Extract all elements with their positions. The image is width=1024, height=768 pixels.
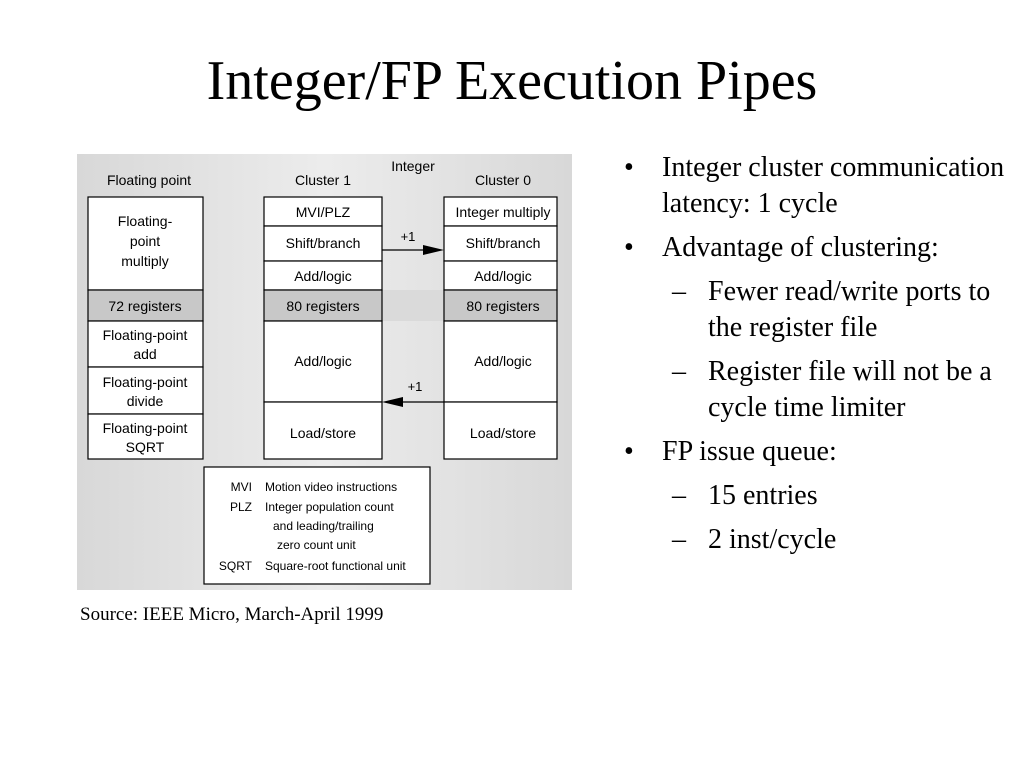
execution-pipes-diagram: Floating point Integer Cluster 1 Cluster… <box>77 154 572 590</box>
cluster1-addlogic-top-label: Add/logic <box>294 268 352 284</box>
cluster1-loadstore-unit <box>263 401 383 460</box>
bullet-dash-icon: – <box>672 524 686 555</box>
fp-sqrt-unit <box>87 413 204 460</box>
bullet-item: • FP issue queue: <box>620 434 1015 470</box>
legend-desc-sqrt: Square-root functional unit <box>265 559 406 573</box>
sub-bullet-item: – Fewer read/write ports to the register… <box>620 274 1015 346</box>
bullet-dash-icon: – <box>672 480 686 511</box>
bullet-item: • Advantage of clustering: <box>620 230 1015 266</box>
fp-add-line1: Floating-point <box>103 327 188 343</box>
fp-multiply-line1: Floating- <box>118 213 173 229</box>
fp-sqrt-line1: Floating-point <box>103 420 188 436</box>
cluster1-addlogic-bottom-label: Add/logic <box>294 353 352 369</box>
cluster0-addlogic-top-unit <box>443 260 558 291</box>
bullet-text: 2 inst/cycle <box>708 524 837 555</box>
legend-desc-plz-cont1: and leading/trailing <box>273 519 374 533</box>
arrow-top-label: +1 <box>401 229 416 244</box>
figure-source: Source: IEEE Micro, March-April 1999 <box>80 604 384 625</box>
fp-multiply-unit <box>87 196 204 291</box>
fp-sqrt-line2: SQRT <box>126 439 165 455</box>
cluster0-shift-label: Shift/branch <box>466 235 541 251</box>
cluster1-registers <box>263 289 383 322</box>
cluster1-loadstore-label: Load/store <box>290 425 356 441</box>
cluster0-addlogic-bottom-unit <box>443 320 558 403</box>
cluster1-shift-unit <box>263 225 383 262</box>
sub-bullet-item: – 15 entries <box>620 478 1015 514</box>
arrow-cluster0-to-cluster1: +1 <box>382 379 444 407</box>
arrow-head-right-icon <box>423 245 444 255</box>
cluster0-intmul-label: Integer multiply <box>456 204 551 220</box>
legend-desc-plz: Integer population count <box>265 500 394 514</box>
sub-bullet-item: – 2 inst/cycle <box>620 522 1015 558</box>
legend-abbr-plz: PLZ <box>230 500 252 514</box>
fp-column: Floating- point multiply 72 registers Fl… <box>87 196 204 460</box>
cluster0-addlogic-bottom-label: Add/logic <box>474 353 532 369</box>
bullet-text: Fewer read/write ports to the register f… <box>708 276 991 343</box>
bullet-dash-icon: – <box>672 356 686 387</box>
bullet-text: Integer cluster communication latency: 1… <box>662 152 1005 219</box>
arrow-bottom-label: +1 <box>408 379 423 394</box>
fp-divide-line1: Floating-point <box>103 374 188 390</box>
bullet-dash-icon: – <box>672 276 686 307</box>
cluster1-header: Cluster 1 <box>295 172 351 188</box>
bullet-item: • Integer cluster communication latency:… <box>620 150 1015 222</box>
cluster0-registers <box>443 289 558 322</box>
slide-title: Integer/FP Execution Pipes <box>206 50 818 112</box>
fp-multiply-line2: point <box>130 233 160 249</box>
register-band <box>382 290 444 321</box>
fp-header: Floating point <box>107 172 191 188</box>
fp-add-line2: add <box>133 346 156 362</box>
legend-desc-plz-cont2: zero count unit <box>277 538 356 552</box>
arrow-head-left-icon <box>382 397 403 407</box>
cluster1-column: MVI/PLZ Shift/branch Add/logic 80 regist… <box>263 196 383 460</box>
legend-abbr-sqrt: SQRT <box>219 559 253 573</box>
cluster1-shift-label: Shift/branch <box>286 235 361 251</box>
fp-divide-line2: divide <box>127 393 164 409</box>
cluster0-registers-label: 80 registers <box>466 298 539 314</box>
bullet-text: FP issue queue: <box>662 436 837 467</box>
diagram-svg: Floating point Integer Cluster 1 Cluster… <box>77 154 572 590</box>
fp-add-unit <box>87 320 204 368</box>
fp-multiply-line3: multiply <box>121 253 168 269</box>
bullet-dot-icon: • <box>624 152 634 183</box>
bullet-text: Advantage of clustering: <box>662 232 939 263</box>
cluster0-loadstore-unit <box>443 401 558 460</box>
cluster0-addlogic-top-label: Add/logic <box>474 268 532 284</box>
cluster0-loadstore-label: Load/store <box>470 425 536 441</box>
cluster0-column: Integer multiply Shift/branch Add/logic … <box>443 196 558 460</box>
arrow-cluster1-to-cluster0: +1 <box>382 229 444 255</box>
bullet-dot-icon: • <box>624 232 634 263</box>
cluster1-addlogic-bottom-unit <box>263 320 383 403</box>
legend: MVI Motion video instructions PLZ Intege… <box>203 466 431 585</box>
cluster0-shift-unit <box>443 225 558 262</box>
bullet-dot-icon: • <box>624 436 634 467</box>
cluster0-header: Cluster 0 <box>475 172 531 188</box>
legend-box <box>203 466 431 585</box>
bullet-text: Register file will not be a cycle time l… <box>708 356 992 423</box>
bullet-list: • Integer cluster communication latency:… <box>620 150 1015 566</box>
cluster1-addlogic-top-unit <box>263 260 383 291</box>
cluster1-registers-label: 80 registers <box>286 298 359 314</box>
sub-bullet-item: – Register file will not be a cycle time… <box>620 354 1015 426</box>
cluster0-intmul-unit <box>443 196 558 227</box>
integer-header: Integer <box>391 158 435 174</box>
cluster1-mvi-label: MVI/PLZ <box>296 204 351 220</box>
bullet-text: 15 entries <box>708 480 818 511</box>
legend-desc-mvi: Motion video instructions <box>265 480 397 494</box>
legend-abbr-mvi: MVI <box>231 480 252 494</box>
fp-registers <box>87 289 204 322</box>
fp-registers-label: 72 registers <box>108 298 181 314</box>
